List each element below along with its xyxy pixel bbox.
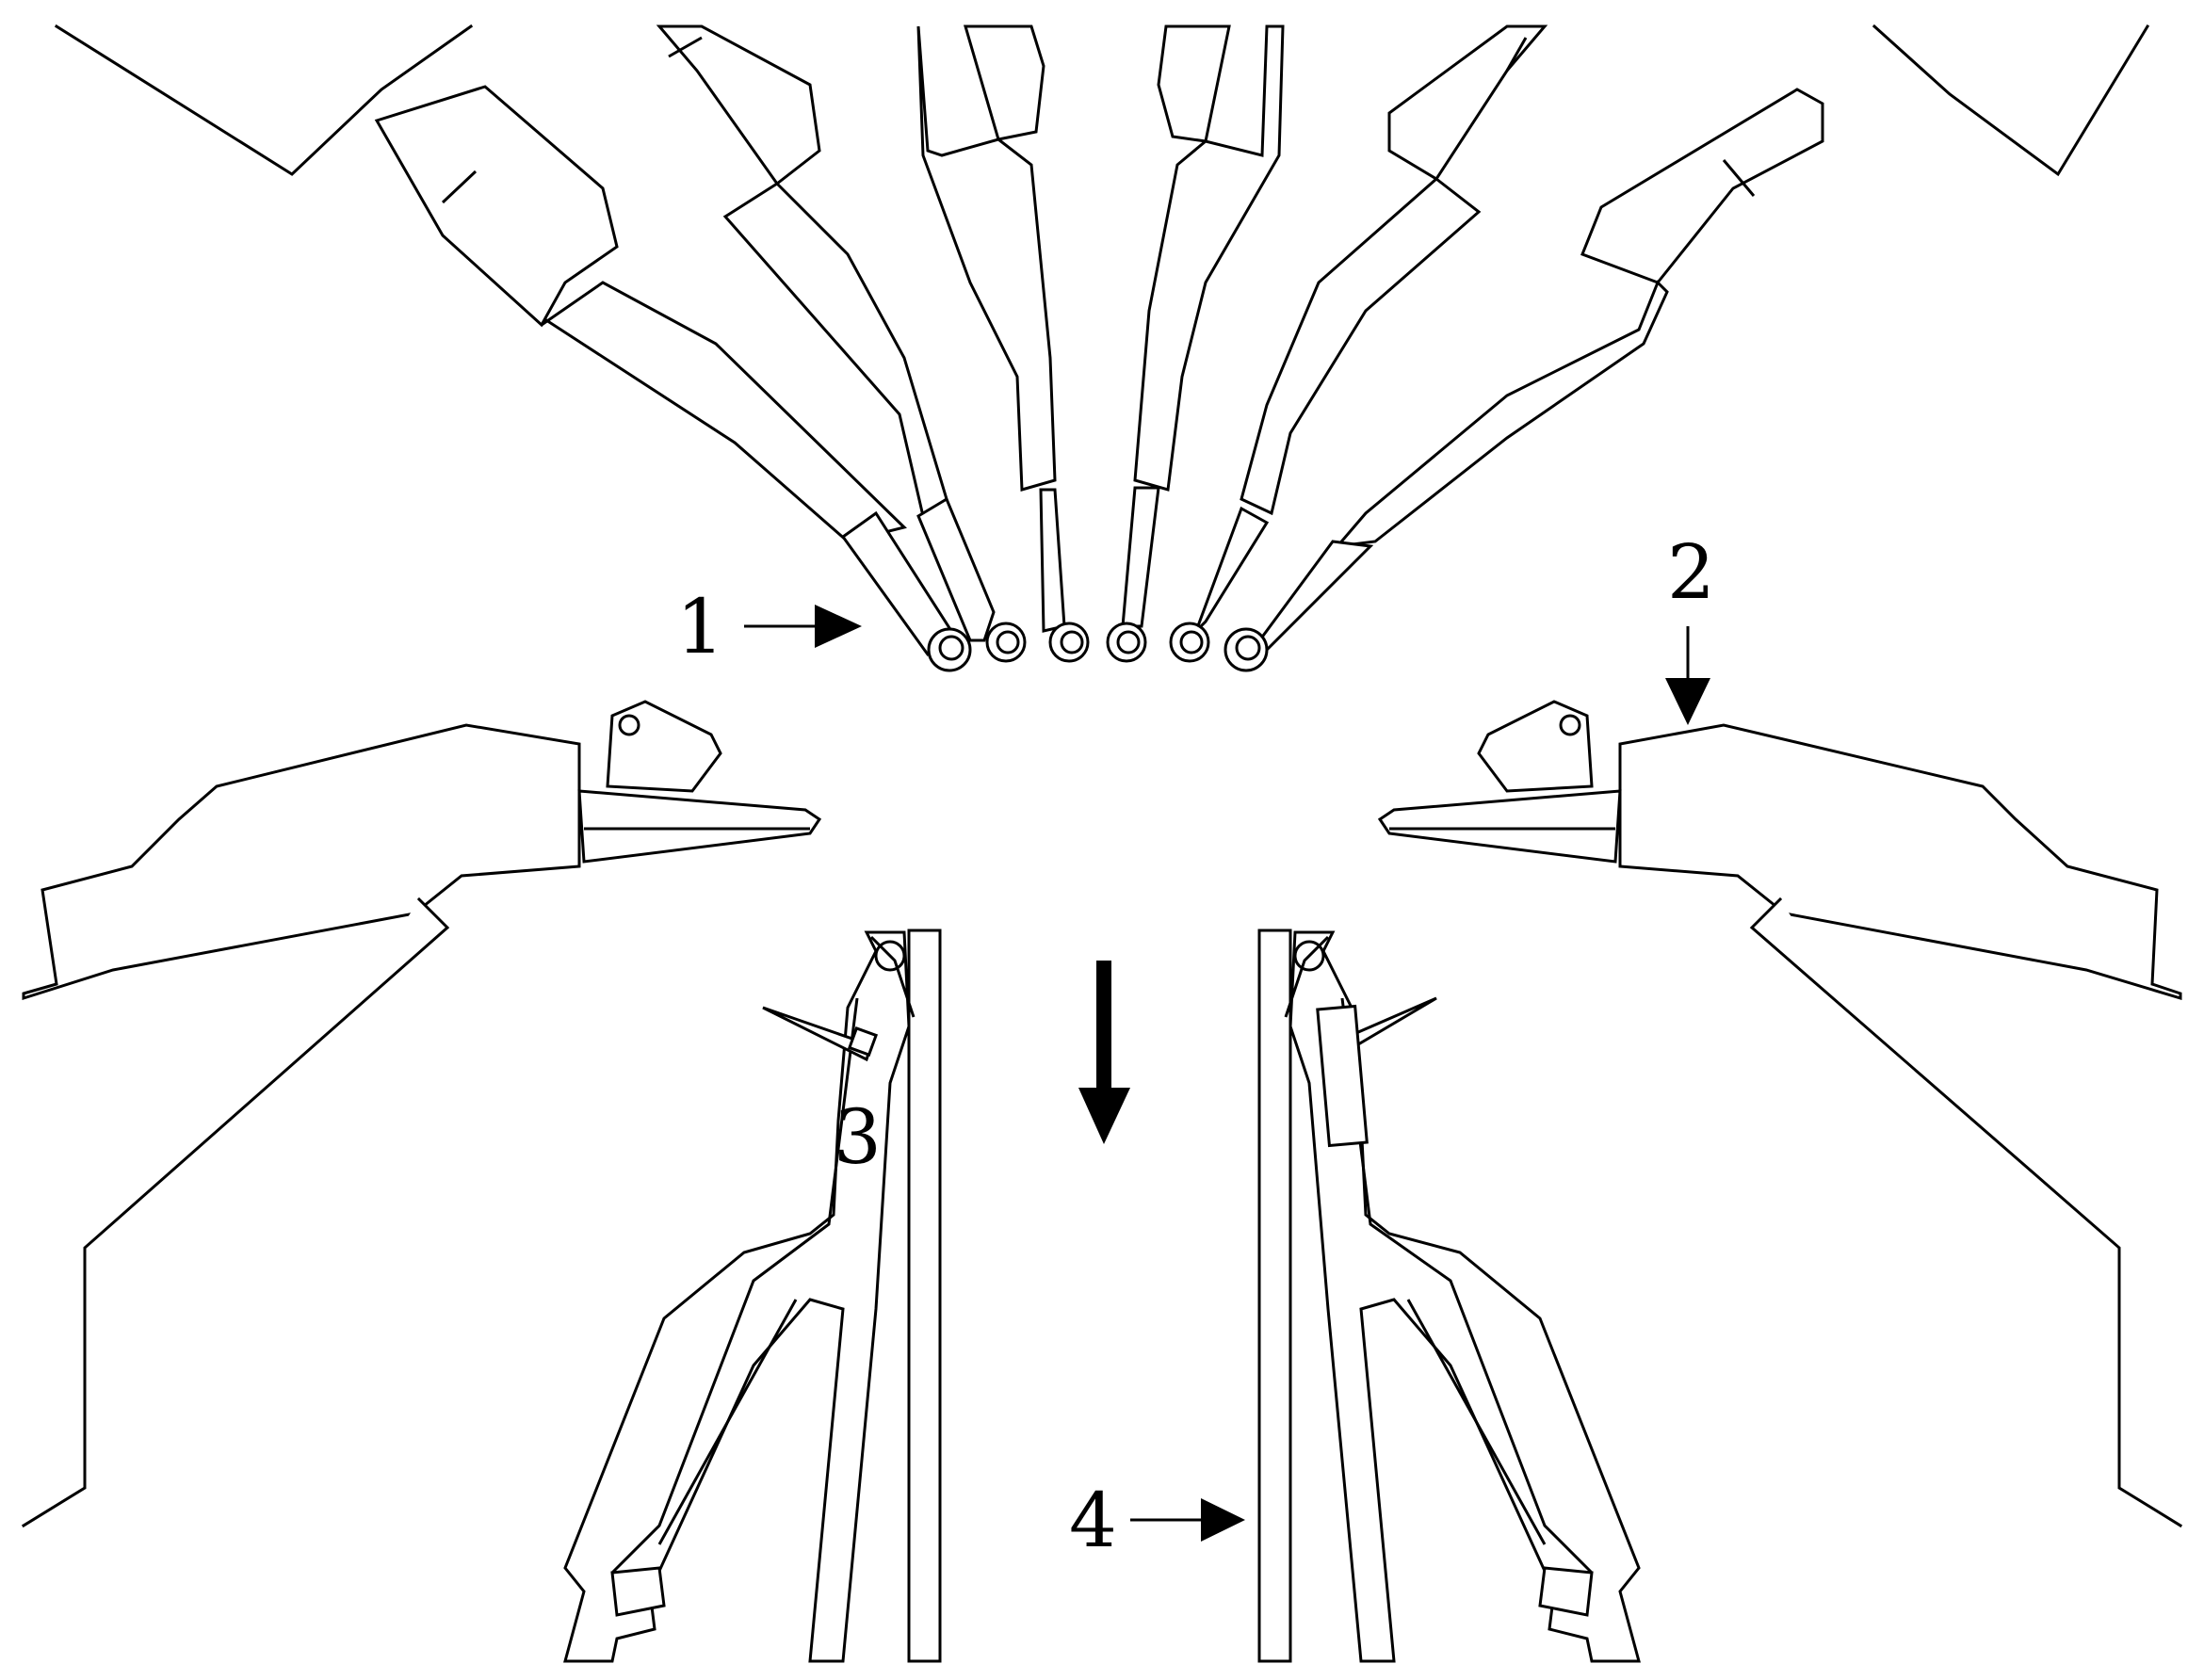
upper-gripper-fan	[54, 24, 2150, 672]
right-side-gripper	[1377, 700, 2183, 1528]
ref-label-2: 2	[1667, 528, 1715, 616]
upper-arm-3	[916, 24, 1090, 663]
ref-label-4: 4	[1069, 1477, 1117, 1564]
upper-arm-6	[1224, 24, 2150, 672]
upper-arm-5	[1169, 24, 1548, 663]
ref-label-1: 1	[676, 583, 724, 670]
right-guide-plate	[1257, 929, 1292, 1663]
upper-arm-2	[656, 24, 1027, 663]
left-guide-plate	[907, 929, 942, 1663]
ref-label-4-group: 4	[1069, 1477, 1245, 1564]
lower-right-gripper	[1257, 929, 1641, 1663]
ref-label-3-group: 3	[834, 1093, 882, 1181]
left-side-gripper	[21, 700, 822, 1528]
ref-label-1-group: 1	[676, 583, 862, 670]
upper-arm-4	[1106, 24, 1285, 663]
ref-label-2-group: 2	[1665, 528, 1715, 725]
lower-left-gripper	[563, 929, 942, 1663]
upper-arm-1	[54, 24, 972, 672]
downward-direction-arrow	[1078, 961, 1130, 1144]
ref-label-3: 3	[834, 1093, 882, 1181]
